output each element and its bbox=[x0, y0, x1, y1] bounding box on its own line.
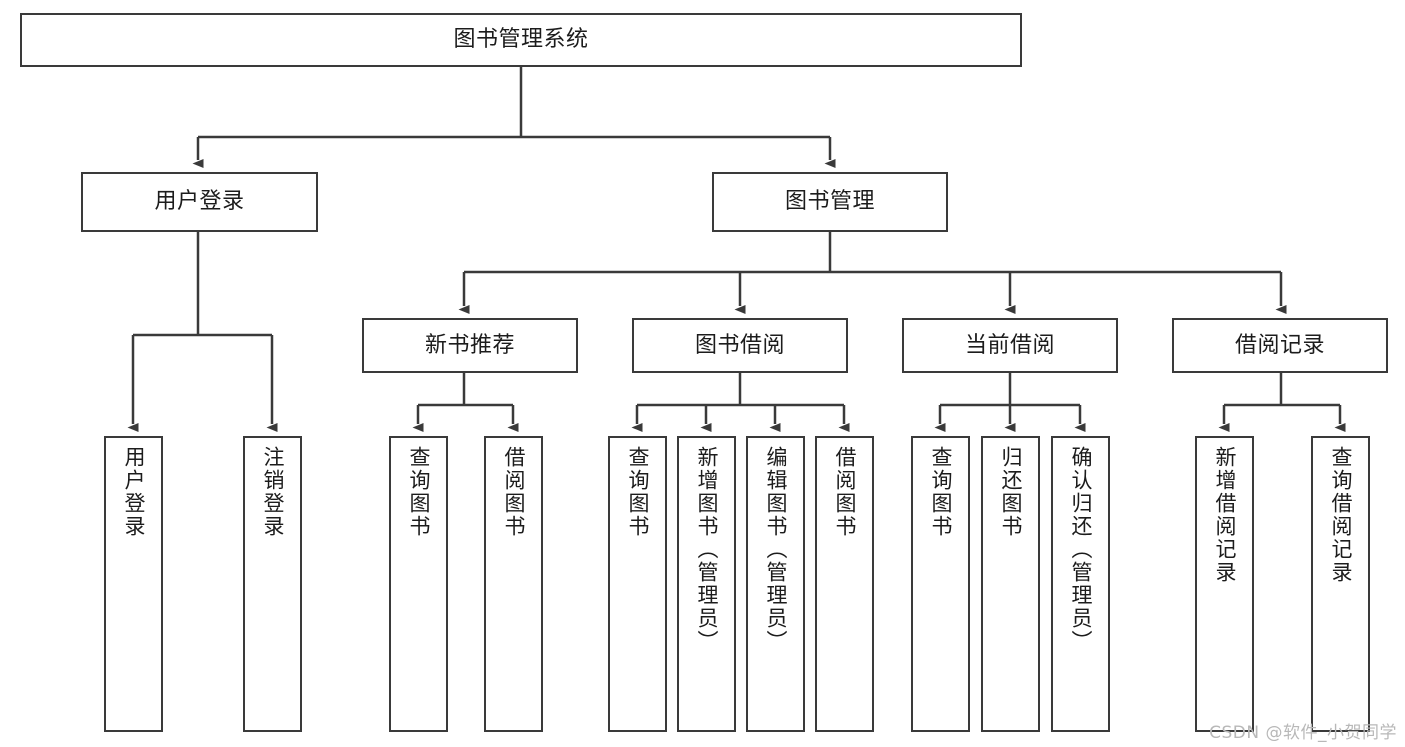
node-borrow-record-label: 借阅记录 bbox=[1234, 332, 1325, 358]
node-leaf-confirm-return-label: 确认归还（管理员） bbox=[1069, 446, 1094, 653]
node-root-system[interactable]: 图书管理系统 bbox=[20, 13, 1022, 67]
node-leaf-query-book-1[interactable]: 查询图书 bbox=[389, 436, 448, 732]
node-book-borrow-label: 图书借阅 bbox=[694, 332, 785, 358]
node-leaf-borrow-book-1[interactable]: 借阅图书 bbox=[484, 436, 543, 732]
csdn-watermark: CSDN @软件_小贺同学 bbox=[1209, 723, 1397, 743]
node-book-management-label: 图书管理 bbox=[784, 189, 875, 215]
node-user-login-label: 用户登录 bbox=[154, 189, 245, 215]
node-new-book-recommend-label: 新书推荐 bbox=[424, 332, 515, 358]
node-leaf-query-record-label: 查询借阅记录 bbox=[1329, 446, 1354, 584]
node-leaf-edit-book[interactable]: 编辑图书（管理员） bbox=[746, 436, 805, 732]
node-current-borrow[interactable]: 当前借阅 bbox=[902, 318, 1118, 373]
node-leaf-add-record-label: 新增借阅记录 bbox=[1213, 446, 1238, 584]
node-leaf-edit-book-label: 编辑图书（管理员） bbox=[764, 446, 789, 653]
node-leaf-borrow-book-1-label: 借阅图书 bbox=[502, 446, 527, 538]
node-user-login[interactable]: 用户登录 bbox=[81, 172, 318, 232]
node-leaf-user-logout-label: 注销登录 bbox=[261, 446, 286, 538]
node-root-system-label: 图书管理系统 bbox=[453, 27, 589, 53]
node-leaf-query-book-2-label: 查询图书 bbox=[626, 446, 651, 538]
node-leaf-user-logout[interactable]: 注销登录 bbox=[243, 436, 302, 732]
node-leaf-query-record[interactable]: 查询借阅记录 bbox=[1311, 436, 1370, 732]
node-leaf-borrow-book-2[interactable]: 借阅图书 bbox=[815, 436, 874, 732]
node-leaf-user-login-label: 用户登录 bbox=[122, 446, 147, 538]
node-leaf-query-book-3[interactable]: 查询图书 bbox=[911, 436, 970, 732]
node-current-borrow-label: 当前借阅 bbox=[964, 332, 1055, 358]
node-borrow-record[interactable]: 借阅记录 bbox=[1172, 318, 1388, 373]
node-book-management[interactable]: 图书管理 bbox=[712, 172, 948, 232]
node-leaf-add-book[interactable]: 新增图书（管理员） bbox=[677, 436, 736, 732]
node-leaf-return-book[interactable]: 归还图书 bbox=[981, 436, 1040, 732]
node-leaf-add-book-label: 新增图书（管理员） bbox=[695, 446, 720, 653]
node-leaf-query-book-1-label: 查询图书 bbox=[407, 446, 432, 538]
node-leaf-borrow-book-2-label: 借阅图书 bbox=[833, 446, 858, 538]
node-leaf-confirm-return[interactable]: 确认归还（管理员） bbox=[1051, 436, 1110, 732]
node-leaf-query-book-2[interactable]: 查询图书 bbox=[608, 436, 667, 732]
node-new-book-recommend[interactable]: 新书推荐 bbox=[362, 318, 578, 373]
node-leaf-query-book-3-label: 查询图书 bbox=[929, 446, 954, 538]
node-book-borrow[interactable]: 图书借阅 bbox=[632, 318, 848, 373]
node-leaf-add-record[interactable]: 新增借阅记录 bbox=[1195, 436, 1254, 732]
node-leaf-return-book-label: 归还图书 bbox=[999, 446, 1024, 538]
node-leaf-user-login[interactable]: 用户登录 bbox=[104, 436, 163, 732]
